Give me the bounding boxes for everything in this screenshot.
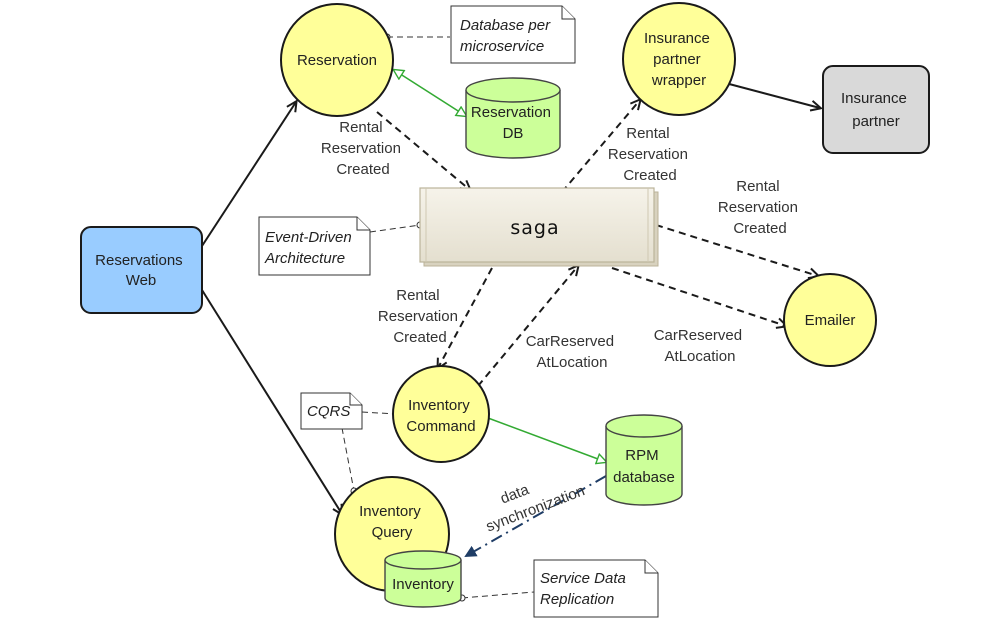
reservations-web-label: Web [126,272,157,289]
inventory-query-label: Inventory [359,503,421,520]
note-event-driven-architecture [258,216,371,276]
inventory-command-node [392,365,490,463]
inventory-command-label: Inventory [408,397,470,414]
insurance-partner-label: partner [852,113,900,130]
emailer-label: Emailer [805,312,856,329]
event-reservation-to-saga [376,111,470,190]
link-wrapper-to-insurance-partner [713,79,820,108]
svg-text:Rental Reservation Cre: Rental Reservation Created [718,178,802,237]
link-inventory-command-rpm [487,417,606,462]
note-service-data-replication-text: Service Data [540,570,626,587]
svg-text:CQRS: CQRS [307,403,350,420]
inventory-query-label: Query [372,524,413,541]
note-link-cqrs-command [361,411,397,415]
svg-text:Rental Reservation Cre: Rental Reservation Created [321,119,405,178]
edge-label-rental-created: Rental [339,119,382,136]
event-saga-to-inventory-command [438,267,493,368]
note-service-data-replication-text: Replication [540,591,614,608]
edge-label-car-reserved: AtLocation [537,354,608,371]
edge-label-rental-created: Reservation [321,140,401,157]
svg-text:Inventory: Inventory [392,576,454,593]
svg-text:Inventory Command: Inventory Command [406,397,475,435]
edge-label-rental-created: Reservation [608,146,688,163]
event-saga-to-insurance-wrapper [561,100,640,193]
svg-text:CarReserved AtLocation: CarReserved AtLocation [526,333,619,371]
svg-text:Service Data Replication: Service Data Replication [540,570,630,608]
reservation-db-node [465,77,561,159]
edge-label-rental-created: Created [336,161,389,178]
insurance-wrapper-label: wrapper [651,72,706,89]
rpm-database-label: database [613,469,675,486]
event-saga-to-emailer-2 [611,267,786,326]
reservations-web-node [80,226,203,314]
rpm-database-label: RPM [625,447,658,464]
saga-node [419,187,659,267]
svg-text:Reservations Web: Reservations Web [95,252,187,289]
edge-label-rental-created: Rental [396,287,439,304]
edge-label-data-sync-group: data synchronization [476,463,587,536]
edge-label-rental-created: Created [733,220,786,237]
note-database-per-microservice-text: Database per [460,17,551,34]
svg-text:Rental Reservation Cre: Rental Reservation Created [378,287,462,346]
svg-text:data synchronization: data synchronization [476,463,587,536]
svg-text:Rental Reservation Cre: Rental Reservation Created [608,125,692,184]
inventory-db-label: Inventory [392,576,454,593]
edge-label-rental-created: Created [393,329,446,346]
edge-label-rental-created: Reservation [718,199,798,216]
reservations-web-label: Reservations [95,252,183,269]
event-saga-to-emailer [655,224,818,276]
svg-text:Emailer: Emailer [805,312,856,329]
rpm-database-node [605,414,683,506]
note-link-service-data-replication [461,591,535,599]
reservation-label: Reservation [297,52,377,69]
svg-text:RPM database: RPM database [613,447,675,486]
note-database-per-microservice-text: microservice [460,38,544,55]
link-web-to-inventory-query [201,289,342,514]
link-data-synchronization [464,475,607,557]
edge-label-car-reserved: CarReserved [654,327,742,344]
edge-label-car-reserved: CarReserved [526,333,614,350]
note-event-driven-text: Event-Driven [265,229,352,246]
edge-label-rental-created: Reservation [378,308,458,325]
insurance-wrapper-label: partner [653,51,701,68]
insurance-partner-node [822,65,930,154]
svg-text:Inventory Query: Inventory Query [359,503,425,541]
insurance-partner-label: Insurance [841,90,907,107]
reservation-node [280,3,394,117]
note-link-cqrs-query [341,427,355,492]
svg-text:Reservation: Reservation [297,52,377,69]
inventory-command-label: Command [406,418,475,435]
note-event-driven-text: Architecture [264,250,345,267]
note-service-data-replication [533,559,659,618]
edge-label-rental-created: Created [623,167,676,184]
edge-label-rental-created: Rental [626,125,669,142]
note-cqrs-text: CQRS [307,403,350,420]
link-web-to-reservation [201,102,296,247]
edge-label-car-reserved: AtLocation [665,348,736,365]
reservation-db-label: Reservation [471,104,551,121]
emailer-node [783,273,877,367]
svg-text:Insurance partner wrap: Insurance partner wrapper [644,30,714,89]
svg-text:CarReserved AtLocation: CarReserved AtLocation [654,327,747,365]
link-reservation-db [394,70,466,116]
svg-text:Database per microservice: Database per microservice [460,17,554,55]
note-database-per-microservice [450,5,576,64]
note-cqrs [300,392,363,430]
edge-label-rental-created: Rental [736,178,779,195]
insurance-wrapper-node [622,2,736,116]
saga-label: saga [510,217,559,239]
reservation-db-label: DB [503,125,524,142]
svg-text:Reservation DB: Reservation DB [471,104,555,142]
inventory-db-node [384,550,462,608]
event-inventory-command-to-saga [477,266,578,387]
insurance-wrapper-label: Insurance [644,30,710,47]
svg-text:Insurance partner: Insurance partner [841,90,911,130]
svg-text:Event-Driven Architecture: Event-Driven Architecture [264,229,356,267]
note-link-event-driven [369,224,421,233]
